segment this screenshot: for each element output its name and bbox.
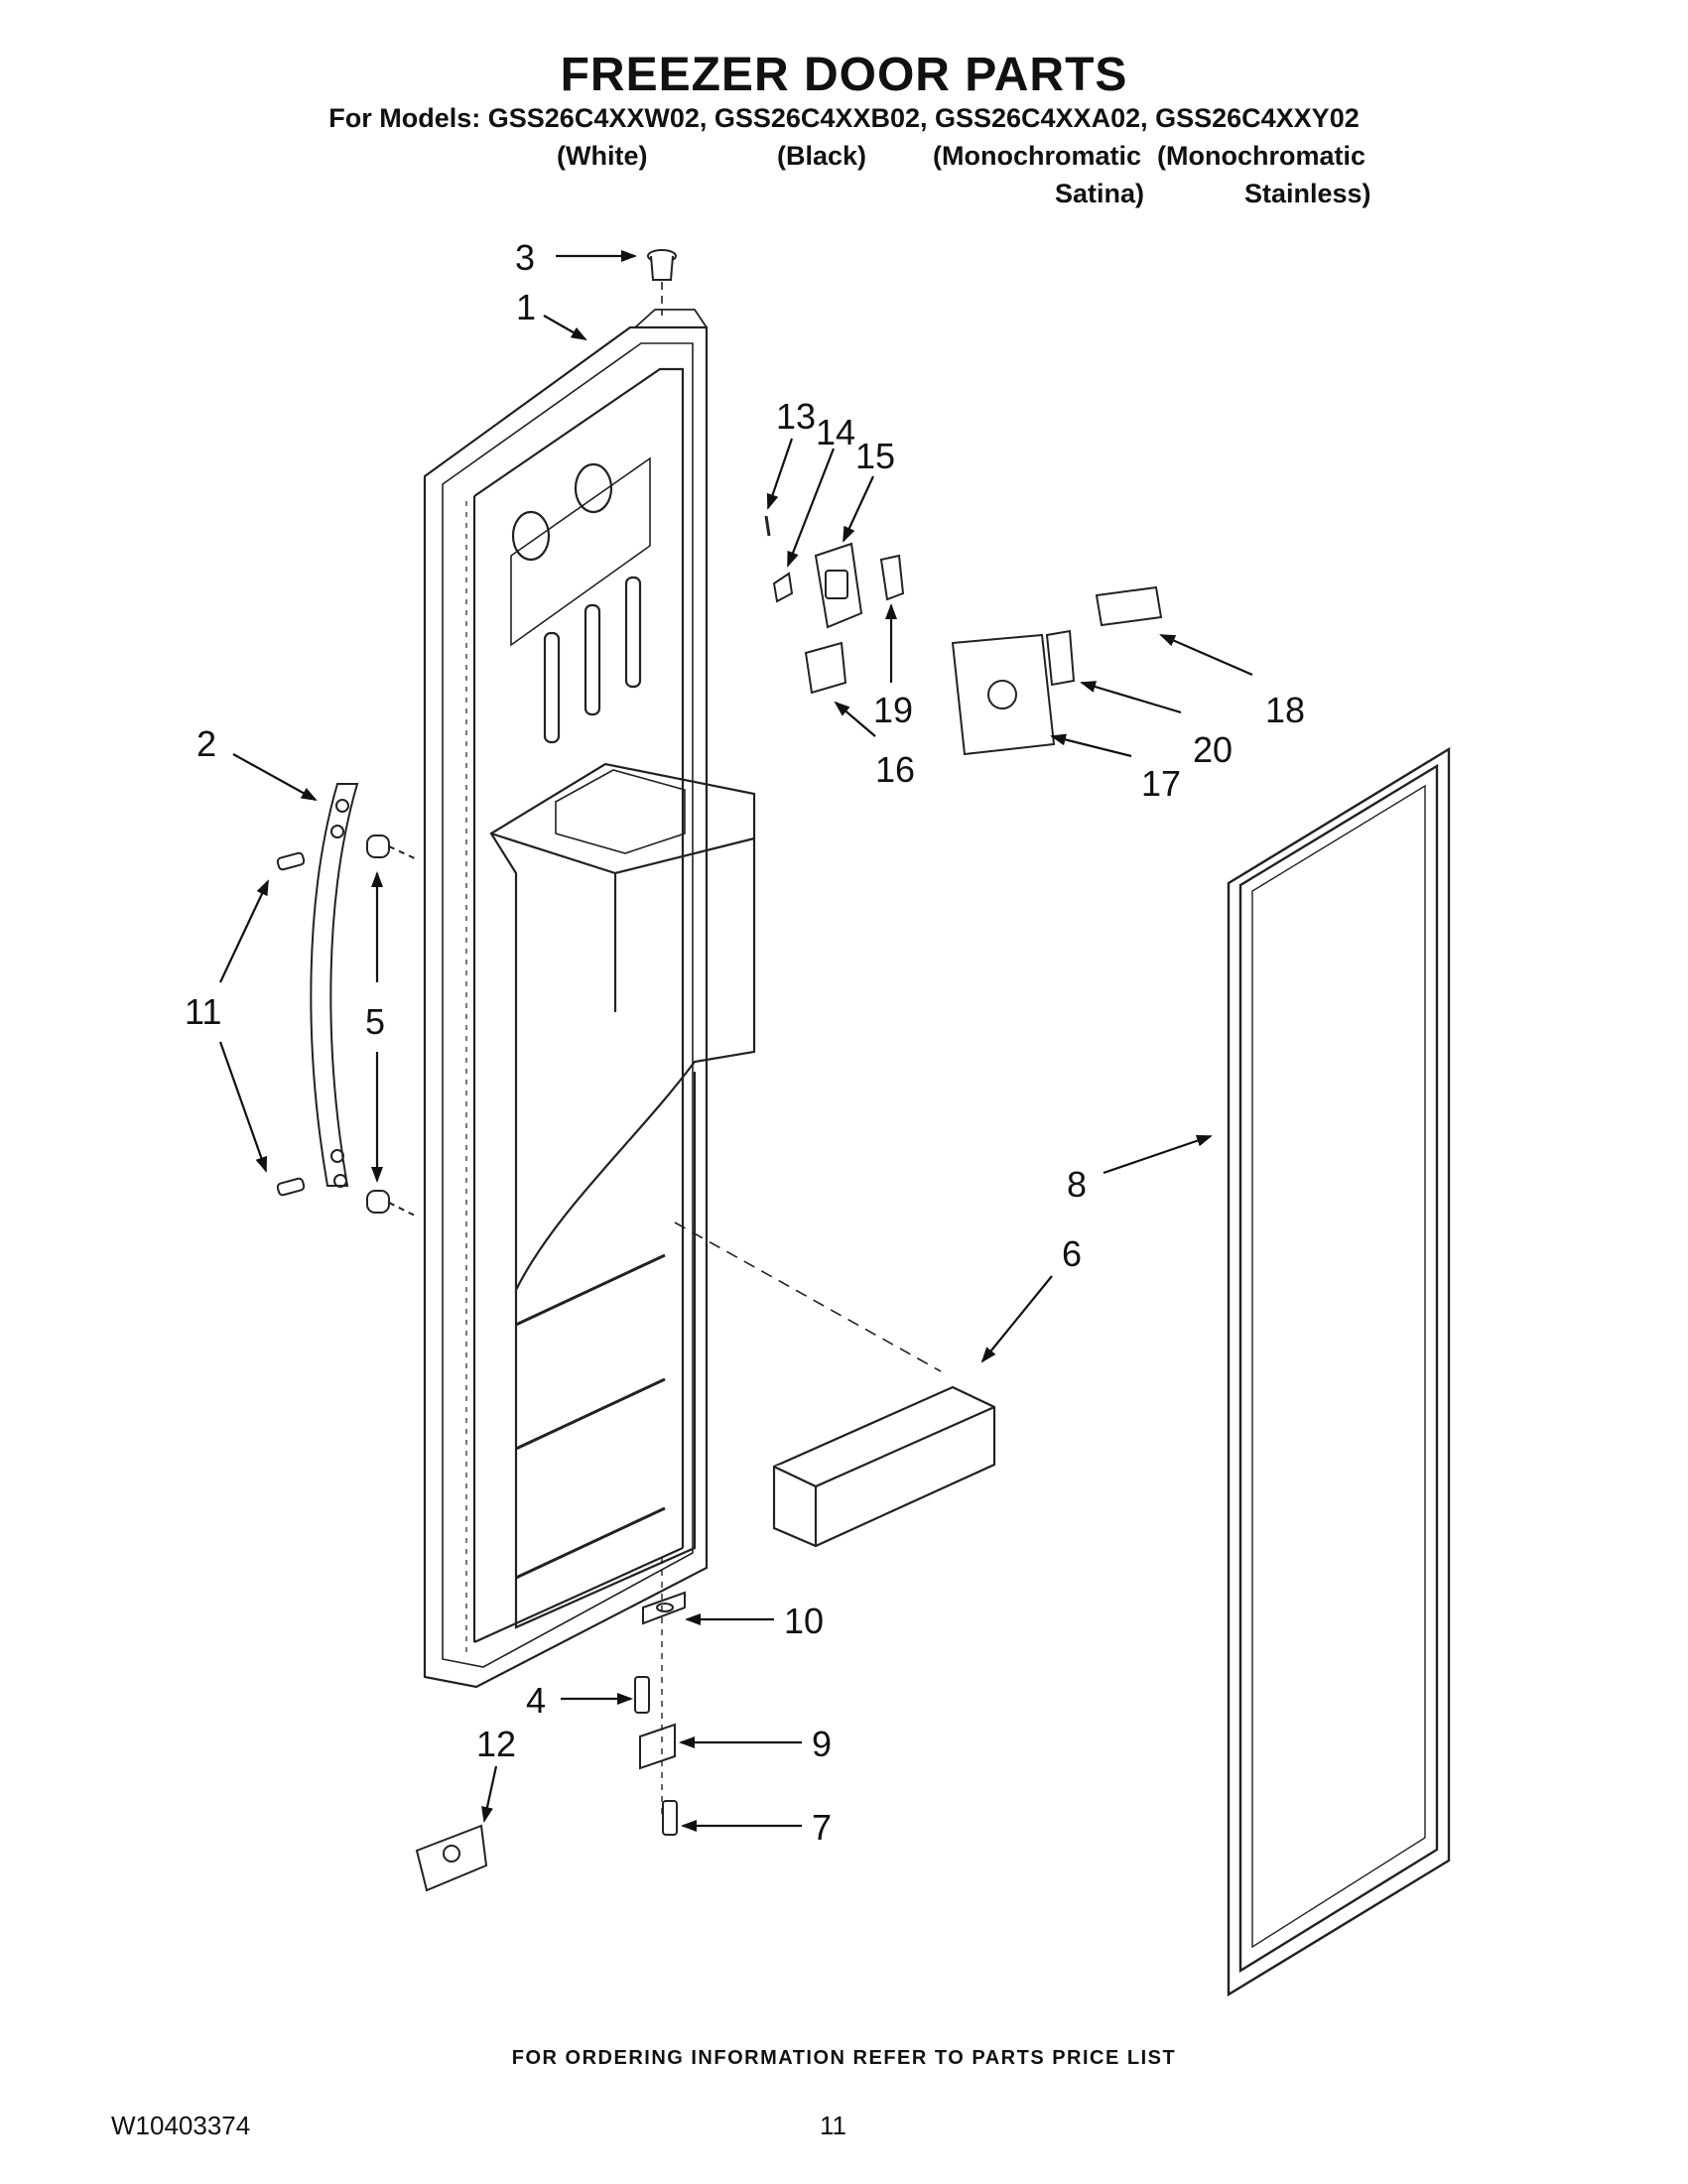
callout-11: 11 (185, 991, 221, 1032)
callout-6: 6 (1062, 1233, 1082, 1274)
door-gasket-part (1227, 746, 1451, 1997)
callout-9: 9 (812, 1724, 832, 1764)
lower-hinge-parts (415, 1558, 686, 1892)
hinge-pin-part (647, 249, 677, 281)
door-assembly (423, 254, 756, 1689)
spacer-parts (366, 835, 418, 1218)
callout-7: 7 (812, 1807, 832, 1848)
callout-14: 14 (816, 412, 855, 452)
callout-20: 20 (1193, 729, 1233, 770)
document-number: W10403374 (111, 2111, 251, 2140)
callout-10: 10 (784, 1601, 824, 1641)
page-title: FREEZER DOOR PARTS (560, 49, 1128, 101)
variant-black: (Black) (777, 141, 867, 171)
callout-17: 17 (1141, 763, 1181, 804)
callout-12: 12 (476, 1724, 516, 1764)
variant-stainless-label: Stainless) (1244, 179, 1371, 208)
callout-8: 8 (1067, 1164, 1087, 1205)
callout-13: 13 (776, 396, 816, 437)
variant-monochromatic-stainless: (Monochromatic (1157, 141, 1366, 171)
door-handle-part (310, 783, 359, 1188)
variant-white: (White) (557, 141, 648, 171)
callout-5: 5 (365, 1001, 385, 1042)
variant-satina-label: Satina) (1055, 179, 1145, 208)
callout-15: 15 (855, 436, 895, 476)
callout-18: 18 (1265, 690, 1305, 730)
callout-3: 3 (515, 237, 535, 278)
callout-19: 19 (873, 690, 913, 730)
page-number: 11 (820, 2111, 846, 2140)
callout-arrows (218, 250, 1253, 1832)
callout-4: 4 (526, 1680, 546, 1721)
dispenser-control-parts (764, 515, 1163, 756)
variant-monochromatic-satina: (Monochromatic (933, 141, 1142, 171)
callout-1: 1 (516, 287, 536, 327)
callout-16: 16 (875, 749, 915, 790)
models-line: For Models: GSS26C4XXW02, GSS26C4XXB02, … (328, 103, 1360, 133)
screw-parts (276, 851, 306, 1197)
ordering-info-note: FOR ORDERING INFORMATION REFER TO PARTS … (511, 2047, 1177, 2069)
callout-2: 2 (196, 723, 216, 764)
door-bin-part (674, 1221, 996, 1548)
